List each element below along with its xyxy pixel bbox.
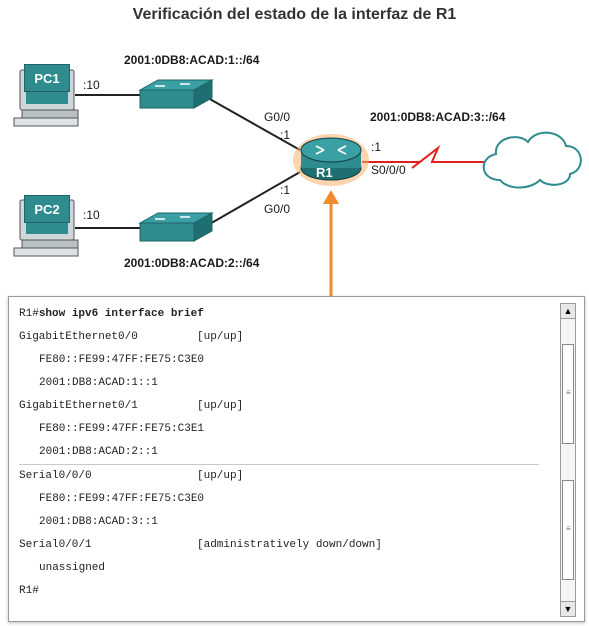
g00-label: G0/0 <box>264 110 291 124</box>
g01-host-label: :1 <box>280 183 291 197</box>
cli-prompt: R1# <box>19 308 39 320</box>
scrollbar-thumb-upper[interactable]: ≡ <box>562 344 574 444</box>
vertical-scrollbar[interactable]: ▲ ≡ ≡ ▼ <box>560 303 576 617</box>
network1-label: 2001:0DB8:ACAD:1::/64 <box>124 53 260 67</box>
router-r1-icon <box>293 134 369 186</box>
cli-addr-row: FE80::FE99:47FF:FE75:C3E0 <box>39 354 205 366</box>
topology-diagram <box>13 69 582 296</box>
cloud-icon <box>482 131 582 189</box>
switch2-icon <box>138 212 214 242</box>
cli-iface-row: GigabitEthernet0/0[up/up] <box>19 331 244 343</box>
cli-iface-row: GigabitEthernet0/1[up/up] <box>19 400 244 412</box>
scrollbar-thumb-lower[interactable]: ≡ <box>562 480 574 580</box>
cli-addr-row: FE80::FE99:47FF:FE75:C3E0 <box>39 493 205 505</box>
s000-host-label: :1 <box>371 140 382 154</box>
diagram-title: Verificación del estado de la interfaz d… <box>132 6 457 23</box>
cli-iface-row: Serial0/0/0[up/up] <box>19 464 539 488</box>
network2-label: 2001:0DB8:ACAD:2::/64 <box>124 256 260 270</box>
cli-iface-row: Serial0/0/1[administratively down/down] <box>19 539 382 551</box>
cli-addr-row: unassigned <box>39 562 106 574</box>
s000-label: S0/0/0 <box>371 163 406 177</box>
pointer-arrow-head <box>323 190 339 204</box>
cli-command: show ipv6 interface brief <box>38 308 204 320</box>
cli-addr-row: 2001:DB8:ACAD:1::1 <box>39 377 158 389</box>
pc1-host-label: :10 <box>83 78 100 92</box>
cli-end-prompt: R1# <box>19 585 39 597</box>
scroll-up-arrow-icon[interactable]: ▲ <box>561 304 575 319</box>
scroll-down-arrow-icon[interactable]: ▼ <box>561 601 575 616</box>
g00-host-label: :1 <box>280 128 291 142</box>
pc1-label: PC1 <box>24 64 70 92</box>
cli-addr-row: 2001:DB8:ACAD:3::1 <box>39 516 158 528</box>
serial-link <box>362 144 495 169</box>
link-switch2-r1 <box>207 171 301 226</box>
link-switch1-r1 <box>207 97 301 151</box>
router-r1-label: R1 <box>316 165 333 180</box>
cli-command-line: R1#show ipv6 interface brief <box>19 303 539 326</box>
pc2-host-label: :10 <box>83 208 100 222</box>
cli-addr-row: 2001:DB8:ACAD:2::1 <box>39 446 158 458</box>
pc2-label: PC2 <box>24 195 70 223</box>
cli-output-window: R1#show ipv6 interface brief GigabitEthe… <box>8 296 585 622</box>
switch1-icon <box>138 79 214 109</box>
cli-output-text[interactable]: R1#show ipv6 interface brief GigabitEthe… <box>19 303 539 615</box>
g01-label: G0/0 <box>264 202 291 216</box>
cli-addr-row: FE80::FE99:47FF:FE75:C3E1 <box>39 423 205 435</box>
network3-label: 2001:0DB8:ACAD:3::/64 <box>370 110 506 124</box>
